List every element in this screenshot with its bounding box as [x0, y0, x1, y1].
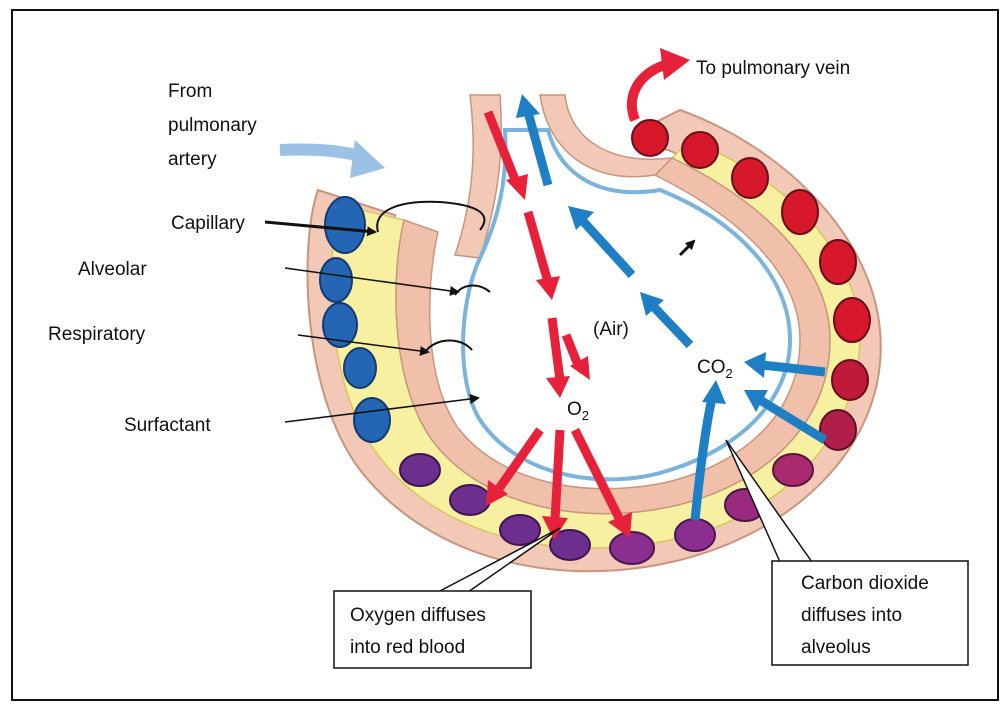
blood-cell — [832, 360, 868, 400]
co2-main: CO — [697, 357, 726, 378]
artery-inflow-arrowhead — [350, 140, 385, 178]
air-label: (Air) — [593, 319, 629, 340]
blood-cell — [834, 298, 870, 342]
capillary-label: Capillary — [171, 213, 245, 234]
blood-cell — [773, 454, 813, 486]
vein-outflow-arrow — [632, 64, 668, 120]
blood-cell — [354, 398, 390, 442]
blood-cell — [500, 515, 540, 545]
respiratory-label: Respiratory — [48, 324, 146, 345]
blood-cell — [820, 240, 856, 284]
blood-cell — [682, 132, 718, 168]
co2-subscript: 2 — [726, 366, 733, 381]
blood-cell — [325, 197, 365, 253]
blood-cell — [820, 410, 856, 450]
blood-cell — [450, 485, 490, 515]
co2-callout-line3: alveolus — [801, 637, 871, 658]
artery-inflow-arrow — [280, 149, 365, 158]
blood-cell — [320, 258, 352, 302]
surfactant-label: Surfactant — [124, 415, 211, 436]
from-label: From — [168, 81, 212, 102]
blood-cell — [675, 519, 715, 551]
o2-main: O — [567, 399, 582, 420]
oxygen-callout-line1: Oxygen diffuses — [350, 605, 486, 626]
co2-callout-join — [778, 562, 814, 565]
blood-cell — [632, 120, 668, 156]
o2-subscript: 2 — [582, 408, 589, 423]
blood-cell — [344, 348, 376, 388]
co2-callout-line2: diffuses into — [801, 605, 902, 626]
blood-cell — [782, 190, 818, 234]
vein-outflow-arrowhead — [660, 48, 690, 80]
alveolar-label: Alveolar — [78, 259, 147, 280]
blood-cell — [400, 454, 440, 486]
to-pulmonary-vein-label: To pulmonary vein — [696, 58, 850, 79]
blood-cell — [732, 158, 768, 198]
oxygen-callout-join — [436, 592, 470, 595]
blood-cell — [610, 532, 654, 564]
co2-callout-line1: Carbon dioxide — [801, 573, 929, 594]
pulmonary-label: pulmonary — [168, 115, 257, 136]
artery-label: artery — [168, 149, 217, 170]
oxygen-callout-line2: into red blood — [350, 637, 465, 658]
